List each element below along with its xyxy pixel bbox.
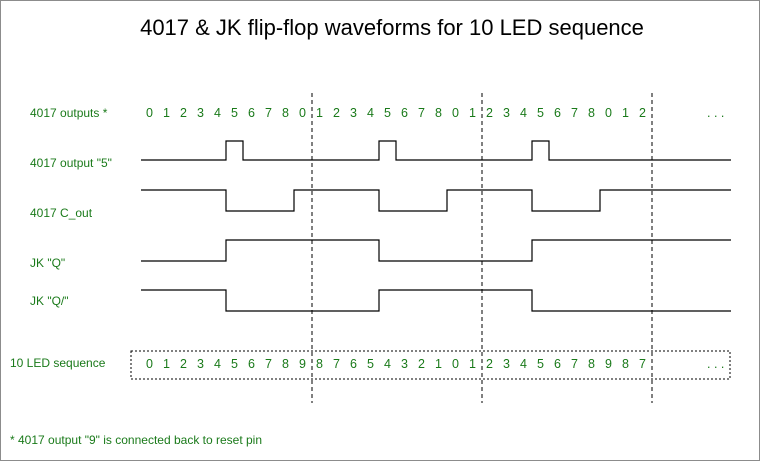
waveform-jk-qbar [141,289,731,312]
led-ellipsis: . . . [707,357,724,371]
outputs-digit: 0 [452,106,459,120]
led-digit: 1 [469,357,476,371]
led-digit: 7 [639,357,646,371]
outputs-digit: 2 [333,106,340,120]
led-digit: 7 [265,357,272,371]
label-jk-q: JK "Q" [30,256,65,270]
led-digit: 0 [452,357,459,371]
outputs-digit: 1 [316,106,323,120]
outputs-ellipsis: . . . [707,106,724,120]
led-digit: 4 [214,357,221,371]
outputs-digit: 5 [231,106,238,120]
led-digit: 9 [605,357,612,371]
outputs-digit: 8 [282,106,289,120]
waveform-cout [141,189,731,212]
outputs-digit: 7 [571,106,578,120]
outputs-digit: 2 [180,106,187,120]
led-digit: 6 [350,357,357,371]
led-digit: 7 [571,357,578,371]
led-digit: 4 [384,357,391,371]
diagram-title: 4017 & JK flip-flop waveforms for 10 LED… [140,15,644,40]
led-digit: 0 [146,357,153,371]
outputs-digit: 0 [299,106,306,120]
outputs-digit: 4 [214,106,221,120]
led-digit: 6 [248,357,255,371]
label-4017-output-5: 4017 output "5" [30,156,112,170]
outputs-digit: 6 [554,106,561,120]
outputs-digit: 5 [537,106,544,120]
led-digit: 3 [197,357,204,371]
led-digit: 5 [231,357,238,371]
waveform-jk-q [141,239,731,262]
led-digit: 2 [486,357,493,371]
footnote: * 4017 output "9" is connected back to r… [10,433,262,447]
label-jk-qbar: JK "Q/" [30,294,69,308]
label-4017-outputs: 4017 outputs * [30,106,108,120]
outputs-digit: 3 [350,106,357,120]
outputs-digit: 3 [197,106,204,120]
led-digit: 8 [316,357,323,371]
led-digit: 4 [520,357,527,371]
outputs-digit: 7 [265,106,272,120]
outputs-digit: 1 [469,106,476,120]
led-digit: 1 [435,357,442,371]
led-digit: 9 [299,357,306,371]
led-digit: 2 [418,357,425,371]
led-digit: 8 [622,357,629,371]
outputs-digit: 6 [248,106,255,120]
outputs-digit: 1 [622,106,629,120]
outputs-digit: 2 [486,106,493,120]
outputs-digit: 8 [435,106,442,120]
label-led-sequence: 10 LED sequence [10,356,106,370]
outputs-digit: 0 [605,106,612,120]
led-digit: 8 [282,357,289,371]
led-digit: 2 [180,357,187,371]
led-digit: 7 [333,357,340,371]
led-sequence-box [130,350,731,380]
led-digit: 1 [163,357,170,371]
label-4017-cout: 4017 C_out [30,206,93,220]
outputs-digit: 4 [520,106,527,120]
outputs-digit: 7 [418,106,425,120]
outputs-digit: 1 [163,106,170,120]
led-digit: 5 [367,357,374,371]
led-digit: 3 [401,357,408,371]
waveform-output-5 [141,140,731,161]
outputs-digit: 3 [503,106,510,120]
outputs-digit: 2 [639,106,646,120]
led-digit: 6 [554,357,561,371]
outputs-digit: 8 [588,106,595,120]
outputs-digit: 5 [384,106,391,120]
led-digit: 3 [503,357,510,371]
led-digit: 8 [588,357,595,371]
diagram-frame [0,0,760,461]
outputs-digit: 4 [367,106,374,120]
outputs-digit: 0 [146,106,153,120]
led-digit: 5 [537,357,544,371]
outputs-digit: 6 [401,106,408,120]
